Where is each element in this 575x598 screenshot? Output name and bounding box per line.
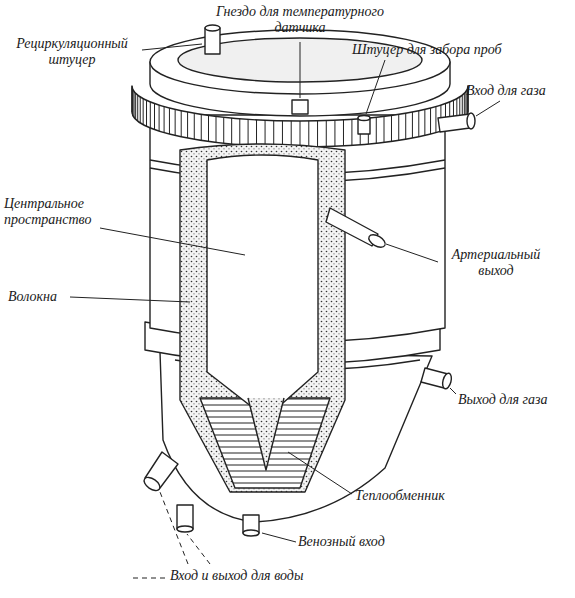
part-label: Волокна <box>8 289 57 305</box>
ring-fin <box>424 109 425 135</box>
gas-inlet <box>438 114 470 132</box>
ring-fin <box>398 114 399 140</box>
ring-fin <box>239 119 240 145</box>
recirculation-port <box>205 28 220 54</box>
ring-fin <box>291 121 292 147</box>
ring-fin <box>154 104 155 130</box>
ring-fin <box>435 107 436 133</box>
ring-fin <box>317 121 318 147</box>
ring-fin <box>343 120 344 146</box>
ring-fin <box>376 117 377 143</box>
ring-fin <box>231 118 232 144</box>
ring-fin <box>150 102 151 128</box>
ring-fin <box>412 112 413 138</box>
part-label: Гнездо для температурного датчика <box>205 4 395 36</box>
ring-fin <box>159 105 160 131</box>
ring-fin <box>137 95 138 121</box>
ring-fin <box>384 116 385 142</box>
part-label: Вход для газа <box>466 83 546 99</box>
ring-fin <box>140 97 141 123</box>
part-label: Вход и выход для воды <box>170 568 303 584</box>
ring-fin <box>201 114 202 140</box>
central-space <box>207 155 318 418</box>
ring-fin <box>194 113 195 139</box>
ring-fin <box>143 99 144 125</box>
ring-fin <box>169 108 170 134</box>
ring-fin <box>430 108 431 134</box>
heat-exchanger <box>200 398 330 488</box>
part-label: Центральное пространство <box>4 196 104 228</box>
ring-fin <box>405 113 406 139</box>
ring-fin <box>208 115 209 141</box>
part-label: Венозный вход <box>298 534 385 550</box>
part-label: Штуцер для забора проб <box>352 42 502 58</box>
fiber-layer <box>180 144 345 492</box>
ring-fin <box>265 120 266 146</box>
ring-fin <box>134 91 135 117</box>
ring-fin <box>351 119 352 145</box>
ring-fin <box>418 111 419 137</box>
ring-fin <box>282 121 283 147</box>
ring-fin <box>273 121 274 147</box>
ring-fin <box>256 120 257 146</box>
leader-lines <box>70 42 500 578</box>
ring-fin <box>146 100 147 126</box>
part-label: Рециркуляционный штуцер <box>4 36 140 68</box>
part-label: Артериальный выход <box>440 247 552 279</box>
ring-fin <box>391 115 392 141</box>
ring-fin <box>334 120 335 146</box>
ring-fin <box>216 116 217 142</box>
ring-fin <box>300 121 301 147</box>
ring-fin <box>132 86 133 112</box>
ring-fin <box>223 117 224 143</box>
ring-fin <box>164 107 165 133</box>
ring-fin <box>187 112 188 138</box>
part-label: Теплообменник <box>355 488 445 504</box>
ring-fin <box>308 121 309 147</box>
ring-fin <box>326 121 327 147</box>
sensor-socket <box>292 100 308 114</box>
part-label: Выход для газа <box>458 392 547 408</box>
ring-fin <box>135 93 136 119</box>
ring-fin <box>248 119 249 145</box>
ring-fin <box>175 109 176 135</box>
ring-fin <box>181 111 182 137</box>
